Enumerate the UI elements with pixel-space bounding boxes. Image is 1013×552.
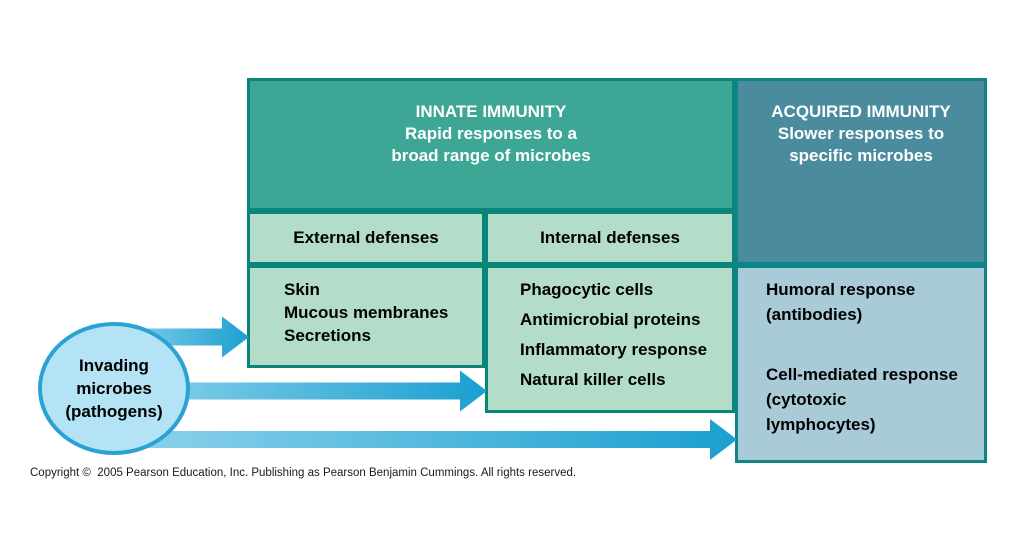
acquired-immunity-subtitle: Slower responses to specific microbes xyxy=(777,124,945,165)
response-detail: (antibodies) xyxy=(766,305,863,324)
list-item: Skin xyxy=(284,280,320,299)
external-defenses-box: Skin Mucous membranes Secretions xyxy=(247,265,485,368)
internal-defenses-list: Phagocytic cells Antimicrobial proteins … xyxy=(520,275,732,395)
acquired-immunity-header: ACQUIRED IMMUNITY Slower responses to sp… xyxy=(735,78,987,265)
internal-defenses-box: Phagocytic cells Antimicrobial proteins … xyxy=(485,265,735,413)
arrow-to-external-defenses-icon xyxy=(114,316,249,358)
arrow-to-internal-defenses-icon xyxy=(114,370,487,412)
cell-mediated-response-item: Cell-mediated response (cytotoxic lympho… xyxy=(766,362,984,437)
list-item: Phagocytic cells xyxy=(520,280,654,299)
invading-microbes-circle: Invading microbes (pathogens) xyxy=(38,322,190,455)
list-item: Natural killer cells xyxy=(520,370,666,389)
external-defenses-label: External defenses xyxy=(293,228,439,247)
response-detail: (cytotoxic lymphocytes) xyxy=(766,390,876,434)
list-item: Inflammatory response xyxy=(520,340,708,359)
copyright-text: Copyright © 2005 Pearson Education, Inc.… xyxy=(30,467,577,479)
list-item: Antimicrobial proteins xyxy=(520,310,701,329)
invading-microbes-label: Invading microbes (pathogens) xyxy=(65,356,163,421)
internal-defenses-label: Internal defenses xyxy=(540,228,680,247)
external-defenses-list: Skin Mucous membranes Secretions xyxy=(284,278,482,347)
internal-defenses-header: Internal defenses xyxy=(485,211,735,265)
arrow-to-acquired-immunity-icon xyxy=(114,419,737,460)
response-name: Cell-mediated response xyxy=(766,365,958,384)
innate-immunity-title: INNATE IMMUNITY xyxy=(415,102,567,121)
innate-immunity-header: INNATE IMMUNITY Rapid responses to a bro… xyxy=(247,78,735,211)
humoral-response-item: Humoral response (antibodies) xyxy=(766,277,984,327)
external-defenses-header: External defenses xyxy=(247,211,485,265)
innate-immunity-subtitle: Rapid responses to a broad range of micr… xyxy=(391,124,591,165)
list-item: Secretions xyxy=(284,326,371,345)
list-item: Mucous membranes xyxy=(284,303,449,322)
acquired-immunity-title: ACQUIRED IMMUNITY xyxy=(771,102,951,121)
response-name: Humoral response xyxy=(766,280,916,299)
acquired-responses-box: Humoral response (antibodies) Cell-media… xyxy=(735,265,987,463)
